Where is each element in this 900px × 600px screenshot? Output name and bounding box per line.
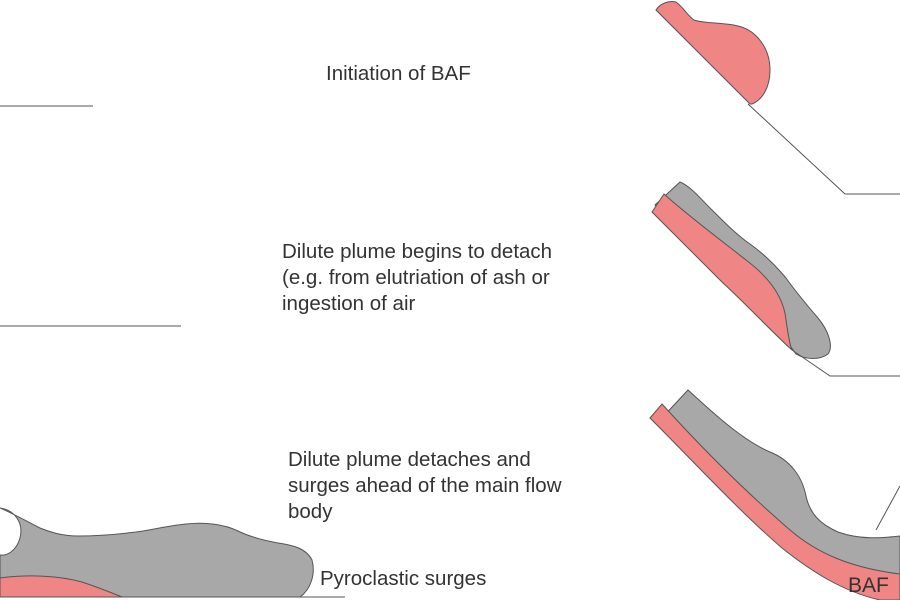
dilute-plume-shape-bottom — [659, 389, 900, 583]
baf-flow-shape-bottom-right — [649, 403, 900, 600]
baf-flow-shape-bottom-left — [0, 575, 123, 598]
label-pyroclastic-surges: Pyroclastic surges — [320, 567, 487, 590]
label-line: body — [288, 500, 333, 523]
label-plume-detaches-and-surges: Dilute plume detaches and surges ahead o… — [288, 447, 562, 525]
baf-flow-shape-middle — [651, 193, 793, 351]
label-line: (e.g. from elutriation of ash or — [282, 266, 550, 289]
label-initiation-of-baf: Initiation of BAF — [326, 62, 471, 85]
label-plume-begins-to-detach: Dilute plume begins to detach (e.g. from… — [282, 239, 552, 317]
label-line: Dilute plume detaches and — [288, 448, 531, 471]
label-line: ingestion of air — [282, 292, 416, 315]
slope-line-bottom — [875, 485, 900, 531]
label-line: Dilute plume begins to detach — [282, 240, 553, 263]
label-line: surges ahead of the main flow — [288, 474, 562, 497]
slope-line-middle — [791, 349, 900, 377]
slope-line-top — [747, 103, 900, 195]
pyroclastic-surge-shape — [0, 507, 314, 598]
baf-initiation-shape — [655, 1, 771, 105]
label-baf: BAF — [848, 574, 889, 597]
